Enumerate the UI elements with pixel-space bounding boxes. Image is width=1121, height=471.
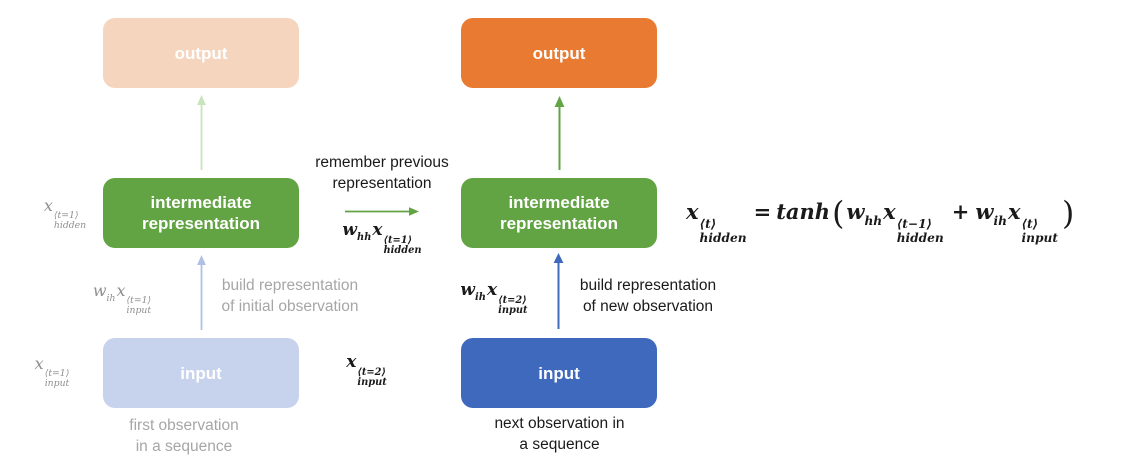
arrow-head xyxy=(553,253,564,263)
note-first-observation: first observation in a sequence xyxy=(129,417,239,455)
box-intermediate-t2: intermediate representation xyxy=(461,178,657,248)
box-input-t2: input xyxy=(461,338,657,408)
math-x-hidden-t1: x⟨t=1⟩hidden xyxy=(43,196,87,232)
box-input-t2-label: input xyxy=(538,363,580,383)
math-x-input-t2: x⟨t=2⟩input xyxy=(346,352,387,389)
math-whh-x-hidden-t1: whhx⟨t=1⟩hidden xyxy=(342,220,422,257)
arrow-head xyxy=(197,95,206,105)
box-intermediate-t1-label-line2: representation xyxy=(141,214,261,233)
box-intermediate-t2-label-line1: intermediate xyxy=(508,193,610,212)
arrow-head xyxy=(554,96,565,107)
math-x-input-t1: x⟨t=1⟩input xyxy=(34,354,70,390)
arrow-intermediate-to-output-t2 xyxy=(554,96,565,170)
note-next-observation: next observation in a sequence xyxy=(494,415,625,453)
arrow-intermediate-to-output-t1 xyxy=(197,95,206,170)
note-remember-previous: remember previous representation xyxy=(315,154,449,192)
arrow-head xyxy=(409,207,419,216)
note-build-new: build representation of new observation xyxy=(579,277,717,315)
box-intermediate-t1-label-line1: intermediate xyxy=(150,193,252,212)
arrow-head xyxy=(197,255,206,265)
box-intermediate-t1: intermediate representation xyxy=(103,178,299,248)
box-output-t2: output xyxy=(461,18,657,88)
box-output-t2-label: output xyxy=(532,43,586,63)
box-output-t1-label: output xyxy=(174,43,228,63)
box-output-t1: output xyxy=(103,18,299,88)
arrow-remember-previous xyxy=(345,207,419,216)
box-intermediate-t2-label-line2: representation xyxy=(499,214,619,233)
box-input-t1-label: input xyxy=(180,363,222,383)
formula-hidden-state-update: x⟨t⟩hidden=tanh(whhx⟨t−1⟩hidden+wihx⟨t⟩i… xyxy=(686,196,1075,245)
math-wih-x-input-t2: wihx⟨t=2⟩input xyxy=(460,280,528,317)
note-build-initial: build representation of initial observat… xyxy=(221,277,359,315)
math-wih-x-input-t1: wihx⟨t=1⟩input xyxy=(92,281,152,317)
box-input-t1: input xyxy=(103,338,299,408)
